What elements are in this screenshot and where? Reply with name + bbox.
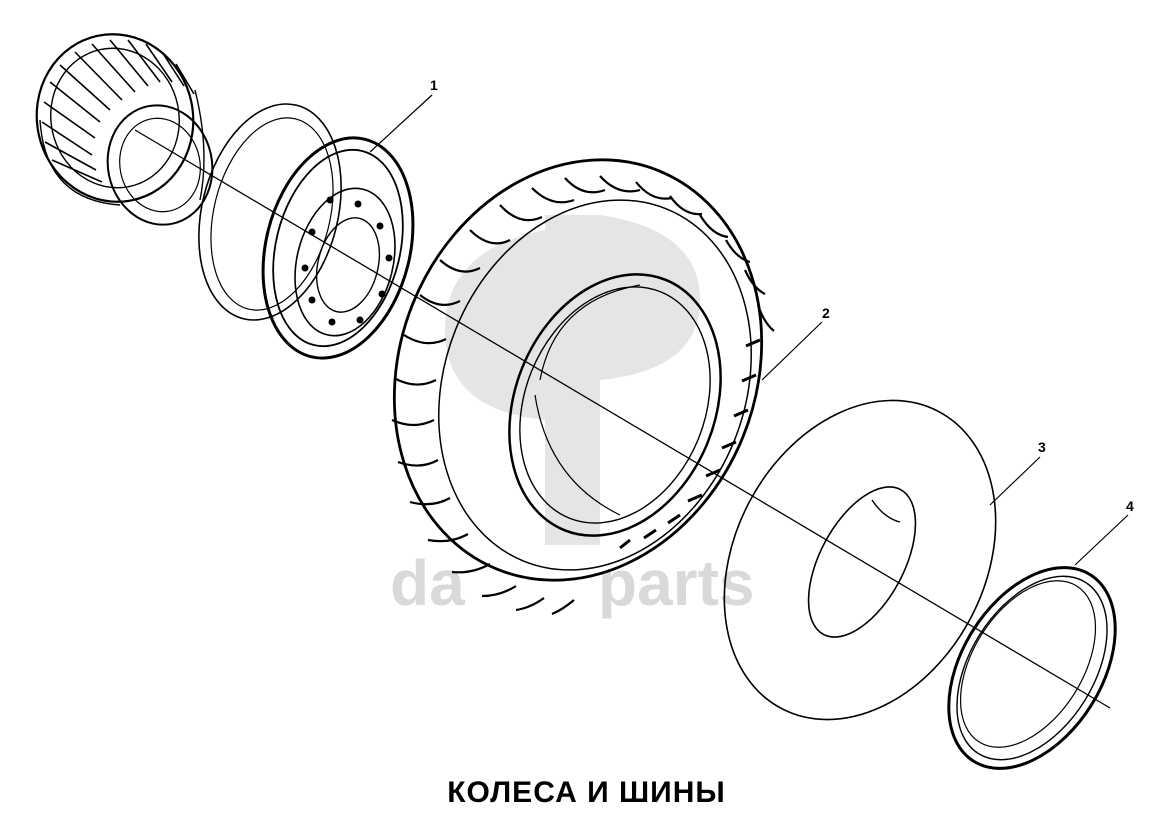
watermark-text-right: parts <box>598 547 755 619</box>
inner-tube-flap <box>723 399 997 721</box>
callout-label-2: 2 <box>822 305 830 321</box>
callout-label-1: 1 <box>430 77 438 93</box>
diagram-caption: КОЛЕСА И ШИНЫ <box>447 776 726 809</box>
callout-label-3: 3 <box>1038 439 1046 455</box>
tire-tread-pattern <box>391 175 775 616</box>
brake-drum <box>35 33 214 226</box>
watermark-logo <box>445 215 700 545</box>
wheel-rim <box>198 103 415 360</box>
callout-label-4: 4 <box>1126 498 1134 514</box>
tire <box>391 158 775 616</box>
watermark-text-left: da <box>390 547 465 619</box>
center-axis-line <box>134 129 1111 709</box>
leader-lines <box>369 94 1129 566</box>
wheel-bolt-holes <box>301 196 393 326</box>
lock-ring <box>947 566 1117 770</box>
watermark: da parts <box>390 215 755 619</box>
